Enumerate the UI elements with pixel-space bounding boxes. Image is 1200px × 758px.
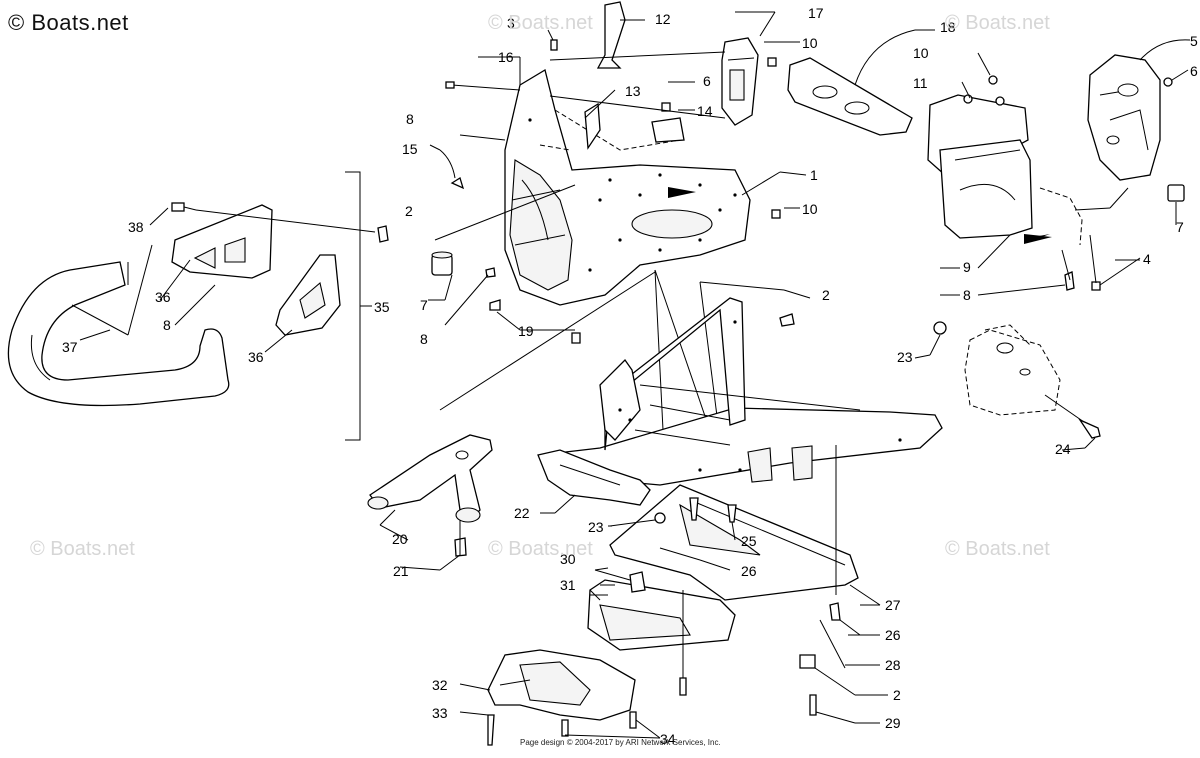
bracket-14 — [651, 117, 685, 143]
callout-10-top: 10 — [802, 35, 818, 51]
callout-32: 32 — [432, 677, 448, 693]
mount-plate-18 — [787, 29, 935, 136]
rear-bracket — [929, 321, 1101, 449]
callout-36-bottom: 36 — [248, 349, 264, 365]
nut-10-mid — [771, 209, 781, 219]
bolt-24 — [1078, 418, 1101, 439]
callout-5: 5 — [1190, 33, 1198, 49]
callout-18: 18 — [940, 19, 956, 35]
callout-33: 33 — [432, 705, 448, 721]
callout-27: 27 — [885, 597, 901, 613]
callout-8-right: 8 — [963, 287, 971, 303]
front-bracket-22 — [537, 449, 651, 506]
callout-2-mid: 2 — [822, 287, 830, 303]
motor-bracket-assembly — [927, 52, 1141, 296]
callout-leaders — [379, 171, 1140, 724]
callout-9: 9 — [963, 259, 971, 275]
callout-29: 29 — [885, 715, 901, 731]
callout-8-center: 8 — [420, 331, 428, 347]
nut-23-right — [933, 321, 947, 335]
callout-31: 31 — [560, 577, 576, 593]
bumper-bar — [7, 261, 230, 407]
nut-10-right — [988, 75, 998, 85]
callout-16: 16 — [498, 49, 514, 65]
faint-watermark-bottom-right: © Boats.net — [945, 538, 1050, 560]
bolt-33 — [487, 714, 495, 746]
steering-bracket-20 — [367, 434, 493, 571]
front-bulkhead — [428, 1, 811, 471]
bumper-bracket-upper — [171, 204, 273, 279]
callout-7: 7 — [420, 297, 428, 313]
callout-6: 6 — [703, 73, 711, 89]
skid-plates — [459, 445, 881, 746]
callout-7-right: 7 — [1176, 219, 1184, 235]
callout-4: 4 — [1143, 251, 1151, 267]
callout-30: 30 — [560, 551, 576, 567]
nut-23-center — [654, 512, 666, 524]
callout-25: 25 — [741, 533, 757, 549]
callout-37: 37 — [62, 339, 78, 355]
faint-watermark-top-center: © Boats.net — [488, 12, 593, 34]
housing-5 — [1074, 39, 1191, 225]
cover-9 — [939, 139, 1033, 239]
clip-30 — [629, 571, 646, 593]
nut-10-top — [767, 57, 777, 67]
callout-20: 20 — [392, 531, 408, 547]
callout-10-mid: 10 — [802, 201, 818, 217]
copyright-notice: Page design © 2004-2017 by ARI Network S… — [520, 738, 721, 747]
callout-38: 38 — [128, 219, 144, 235]
pad-7-right — [1167, 184, 1185, 202]
callout-3: 3 — [507, 15, 515, 31]
callout-23-right: 23 — [897, 349, 913, 365]
callout-36-top: 36 — [155, 289, 171, 305]
callout-labels: 3 12 17 18 10 16 10 5 6 6 11 13 14 8 15 … — [62, 5, 1198, 747]
callout-1: 1 — [810, 167, 818, 183]
callout-2-bottom: 2 — [893, 687, 901, 703]
faint-watermark-top-right: © Boats.net — [945, 12, 1050, 34]
brand-watermark: © Boats.net — [8, 10, 129, 35]
callout-8-top: 8 — [406, 111, 414, 127]
callout-13: 13 — [625, 83, 641, 99]
callout-10-right: 10 — [913, 45, 929, 61]
callout-26-top: 26 — [741, 563, 757, 579]
bolt-25 — [727, 504, 737, 523]
callout-6-right: 6 — [1190, 63, 1198, 79]
callout-14: 14 — [697, 103, 713, 119]
callout-28: 28 — [885, 657, 901, 673]
callout-8-left: 8 — [163, 317, 171, 333]
callout-22: 22 — [514, 505, 530, 521]
screw-3 — [550, 39, 558, 51]
callout-35: 35 — [374, 299, 390, 315]
callout-34: 34 — [660, 731, 676, 747]
clip-2-lower — [799, 654, 816, 669]
callout-2-top: 2 — [405, 203, 413, 219]
callout-19: 19 — [518, 323, 534, 339]
callout-17: 17 — [808, 5, 824, 21]
faint-watermark-bottom-left: © Boats.net — [30, 538, 135, 560]
callout-23: 23 — [588, 519, 604, 535]
chassis-frame — [537, 297, 943, 514]
callout-15: 15 — [402, 141, 418, 157]
bolt-38 — [171, 202, 197, 212]
callout-12: 12 — [655, 11, 671, 27]
callout-21: 21 — [393, 563, 409, 579]
callout-24: 24 — [1055, 441, 1071, 457]
callout-11: 11 — [913, 75, 928, 91]
faint-watermark-bottom-center: © Boats.net — [488, 538, 593, 560]
bumper-assembly — [7, 171, 389, 441]
bulkhead-emblem — [631, 209, 713, 239]
callout-26: 26 — [885, 627, 901, 643]
